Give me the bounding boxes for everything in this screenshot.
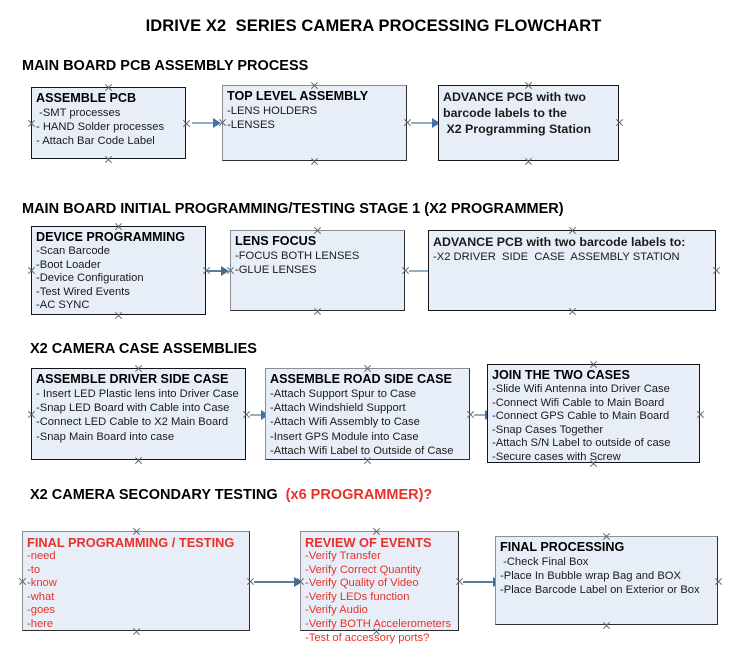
box-line-overflow: -Test of accessory ports? xyxy=(305,631,430,644)
arrow-connector xyxy=(192,118,221,128)
box-line: -Attach S/N Label to outside of case xyxy=(492,437,671,450)
box-title: DEVICE PROGRAMMING xyxy=(36,230,186,244)
box-line: -GLUE LENSES xyxy=(235,264,317,277)
flow-box-assemble-road-side-case[interactable]: ASSEMBLE ROAD SIDE CASE -Attach Support … xyxy=(265,368,470,460)
box-line: -AC SYNC xyxy=(36,299,90,312)
box-line: -here xyxy=(27,617,54,630)
arrow-connector xyxy=(206,266,229,276)
box-line: -Snap LED Board with Cable into Case xyxy=(36,402,230,415)
section-heading-3: X2 CAMERA CASE ASSEMBLIES xyxy=(30,341,257,357)
box-line: -Slide Wifi Antenna into Driver Case xyxy=(492,383,670,395)
flow-box-top-level-assembly[interactable]: TOP LEVEL ASSEMBLY -LENS HOLDERS -LENSES xyxy=(222,85,407,161)
box-title: FINAL PROGRAMMING / TESTING xyxy=(27,535,235,550)
box-line: -Verify LEDs function xyxy=(305,590,410,603)
box-line: -Attach Support Spur to Case xyxy=(270,388,417,400)
box-title: ADVANCE PCB with two barcode labels to: xyxy=(433,235,686,249)
box-line: -Verify Transfer xyxy=(305,550,381,562)
box-line: -Check Final Box xyxy=(500,556,589,568)
connector-stub xyxy=(210,270,220,272)
box-line: -Verify Audio xyxy=(305,604,368,617)
box-line: -Connect LED Cable to X2 Main Board xyxy=(36,416,229,429)
box-title: TOP LEVEL ASSEMBLY xyxy=(227,89,369,103)
section-heading-4: X2 CAMERA SECONDARY TESTING (x6 PROGRAMM… xyxy=(30,487,432,503)
section-heading-2: MAIN BOARD INITIAL PROGRAMMING/TESTING S… xyxy=(22,201,564,217)
box-line: - Insert LED Plastic lens into Driver Ca… xyxy=(36,388,239,400)
box-line: barcode labels to the xyxy=(443,106,567,120)
box-title: ADVANCE PCB with two xyxy=(443,90,586,104)
box-line: -Attach Windshield Support xyxy=(270,402,406,415)
arrow-connector xyxy=(411,118,440,128)
section-heading-4-accent: (x6 PROGRAMMER)? xyxy=(285,487,433,503)
box-line: -to xyxy=(27,563,41,576)
box-line: -Snap Main Board into case xyxy=(36,430,175,443)
section-heading-4-text: X2 CAMERA SECONDARY TESTING xyxy=(30,487,286,503)
box-line: -Snap Cases Together xyxy=(492,423,604,436)
box-line: -Scan Barcode xyxy=(36,245,111,257)
flow-box-advance-pcb-station[interactable]: ADVANCE PCB with two barcode labels to t… xyxy=(438,85,619,161)
box-line: -SMT processes xyxy=(36,107,121,119)
box-line: -Secure cases with Screw xyxy=(492,450,621,463)
box-line: X2 Programming Station xyxy=(443,122,592,136)
box-line: -LENS HOLDERS xyxy=(227,105,318,117)
box-title: ASSEMBLE PCB xyxy=(36,91,137,105)
flow-box-final-processing[interactable]: FINAL PROCESSING -Check Final Box -Place… xyxy=(495,536,718,625)
box-line: -goes xyxy=(27,604,55,617)
flow-box-device-programming[interactable]: DEVICE PROGRAMMING -Scan Barcode -Boot L… xyxy=(31,226,206,315)
box-line: -Device Configuration xyxy=(36,272,144,285)
box-line: -what xyxy=(27,590,55,603)
box-line: -Verify BOTH Accelerometers xyxy=(305,617,452,630)
page-title: IDRIVE X2 SERIES CAMERA PROCESSING FLOWC… xyxy=(145,17,602,35)
box-line: -Attach Wifi Assembly to Case xyxy=(270,416,420,429)
box-title: FINAL PROCESSING xyxy=(500,540,625,554)
box-title: REVIEW OF EVENTS xyxy=(305,535,432,550)
box-line: -LENSES xyxy=(227,119,275,132)
box-line: -Verify Correct Quantity xyxy=(305,563,422,576)
box-line: - Attach Bar Code Label xyxy=(36,135,155,148)
box-line: - HAND Solder processes xyxy=(36,121,165,134)
box-line: -Place In Bubble wrap Bag and BOX xyxy=(500,570,681,583)
box-line: -X2 DRIVER SIDE CASE ASSEMBLY STATION xyxy=(433,251,680,263)
box-line: -Place Barcode Label on Exterior or Box xyxy=(500,584,700,597)
section-heading-1: MAIN BOARD PCB ASSEMBLY PROCESS xyxy=(22,58,309,74)
flow-box-assemble-driver-side-case[interactable]: ASSEMBLE DRIVER SIDE CASE - Insert LED P… xyxy=(31,368,246,460)
flow-box-assemble-pcb[interactable]: ASSEMBLE PCB -SMT processes - HAND Solde… xyxy=(31,87,186,159)
box-line: -Insert GPS Module into Case xyxy=(270,430,419,443)
flow-box-review-of-events[interactable]: REVIEW OF EVENTS -Verify Transfer -Verif… xyxy=(300,531,459,644)
box-title: JOIN THE TWO CASES xyxy=(492,368,630,382)
flow-box-final-programming-testing[interactable]: FINAL PROGRAMMING / TESTING -need -to -k… xyxy=(22,531,250,631)
box-line: -need xyxy=(27,550,56,562)
box-line: -Connect Wifi Cable to Main Board xyxy=(492,396,665,409)
arrow-connector xyxy=(254,577,302,587)
box-line: -Connect GPS Cable to Main Board xyxy=(492,410,670,423)
box-line: -Verify Quality of Video xyxy=(305,577,419,590)
box-line: -Boot Loader xyxy=(36,258,101,271)
box-title: ASSEMBLE ROAD SIDE CASE xyxy=(270,372,452,386)
box-line: -know xyxy=(27,577,57,590)
flow-box-advance-pcb-driver-side[interactable]: ADVANCE PCB with two barcode labels to: … xyxy=(428,230,716,311)
flow-box-join-the-two-cases[interactable]: JOIN THE TWO CASES -Slide Wifi Antenna i… xyxy=(487,364,700,463)
flow-box-lens-focus[interactable]: LENS FOCUS -FOCUS BOTH LENSES -GLUE LENS… xyxy=(230,230,405,311)
box-title: ASSEMBLE DRIVER SIDE CASE xyxy=(36,372,229,386)
box-line: -FOCUS BOTH LENSES xyxy=(235,250,360,262)
box-title: LENS FOCUS xyxy=(235,234,317,248)
box-line: -Attach Wifi Label to Outside of Case xyxy=(270,444,454,457)
box-line: -Test Wired Events xyxy=(36,285,130,298)
